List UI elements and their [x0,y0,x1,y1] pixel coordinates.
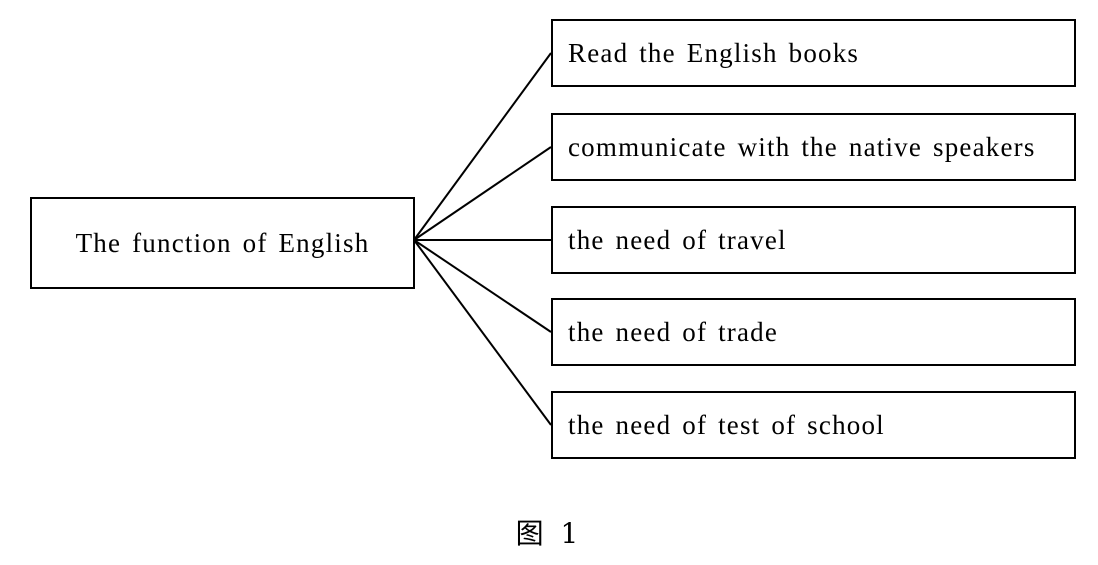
connector-line-1 [413,52,552,241]
branch-node-test: the need of test of school [551,391,1076,459]
branch-node-label: communicate with the native speakers [568,131,1036,162]
connector-line-5 [413,239,552,426]
root-node-label: The function of English [75,227,370,258]
figure-caption: 图 1 [515,517,583,550]
branch-node-label: the need of trade [568,316,779,347]
branch-node-read-books: Read the English books [551,19,1076,87]
branch-node-label: the need of test of school [568,409,885,440]
branch-node-label: the need of travel [568,224,787,255]
connector-line-4 [413,239,552,333]
branch-node-communicate: communicate with the native speakers [551,113,1076,181]
branch-node-label: Read the English books [568,37,860,68]
root-node: The function of English [30,197,415,289]
connector-line-2 [413,146,552,241]
branch-node-travel: the need of travel [551,206,1076,274]
branch-node-trade: the need of trade [551,298,1076,366]
